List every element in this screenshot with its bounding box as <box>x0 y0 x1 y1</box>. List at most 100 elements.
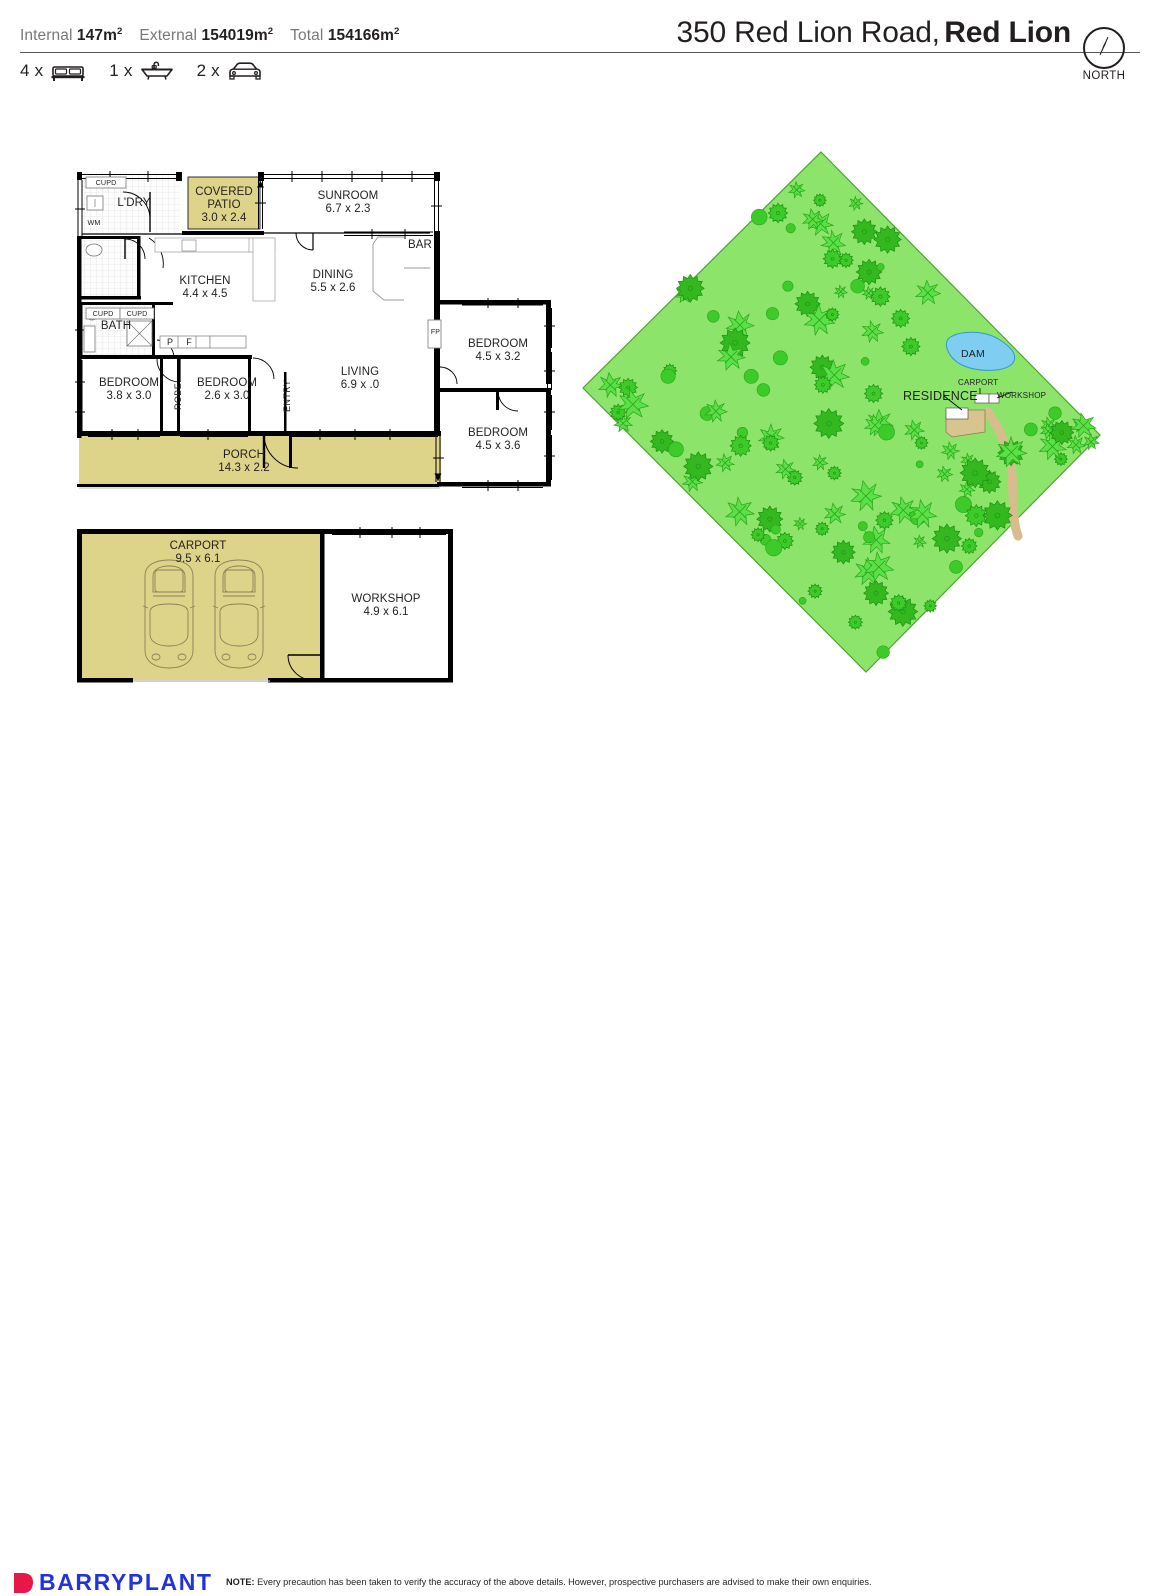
area-internal: Internal 147m2 <box>20 26 122 45</box>
label-fireplace: FP <box>430 329 441 336</box>
tree-icon <box>826 465 842 481</box>
wall-patio-bottom <box>182 231 264 235</box>
tree-icon <box>873 225 902 254</box>
driveway-path <box>983 407 1023 541</box>
tree-icon <box>699 406 715 421</box>
wall-bath-top <box>81 302 173 305</box>
tree-icon <box>743 368 759 384</box>
bedroom-count: 4 x <box>20 61 44 80</box>
wall-wc-right <box>137 236 141 298</box>
tree-icon <box>923 598 938 613</box>
tree-icon <box>982 500 1013 531</box>
header-divider <box>20 52 1140 53</box>
tree-icon <box>878 423 895 441</box>
tree-icon <box>890 308 911 329</box>
wc-floor <box>82 240 140 298</box>
label-carport: CARPORT 9.5 x 6.1 <box>169 540 227 565</box>
wall-left-bath <box>77 300 82 360</box>
label-bedroom-se: BEDROOM 4.5 x 3.6 <box>467 427 529 452</box>
tree-icon <box>736 427 748 439</box>
tree-icon <box>876 263 885 271</box>
tree-icon <box>861 319 885 344</box>
tree-cluster <box>597 180 1101 659</box>
bed-icon <box>51 66 85 81</box>
label-dining: DINING 5.5 x 2.6 <box>310 269 356 294</box>
tree-icon <box>767 202 789 224</box>
tree-icon <box>782 280 794 292</box>
wall-corner-tl <box>77 172 82 180</box>
door-hall-swing <box>148 237 164 269</box>
tree-icon <box>649 429 675 454</box>
tree-icon <box>750 527 766 543</box>
tree-icon <box>949 560 963 574</box>
window-workshop-top <box>332 527 446 538</box>
wall-bed-se-right <box>546 388 551 485</box>
tree-icon <box>862 580 890 607</box>
tree-icon <box>733 335 742 344</box>
tree-icon <box>997 438 1025 467</box>
tree-icon <box>675 273 705 303</box>
feature-bedrooms: 4 x <box>20 60 85 82</box>
tree-icon <box>907 498 938 529</box>
tree-icon <box>863 413 887 436</box>
compass-ring <box>1083 27 1125 69</box>
wc-basin <box>85 243 103 257</box>
tree-icon <box>863 383 884 404</box>
tree-icon <box>977 469 1002 494</box>
tree-icon <box>761 434 780 452</box>
tree-icon <box>850 479 883 512</box>
tree-icon <box>812 453 829 471</box>
label-residence: RESIDENCE <box>903 389 978 403</box>
area-total-value: 154166m2 <box>327 26 400 45</box>
tree-icon <box>660 368 676 384</box>
tree-icon <box>855 258 883 286</box>
label-entry: ENTRY <box>282 379 292 412</box>
wall-out-top <box>77 529 453 534</box>
tree-icon <box>887 596 919 628</box>
tree-icon <box>823 502 847 525</box>
porch-edge-bottom <box>77 484 439 487</box>
wall-bed-top-left <box>81 355 221 359</box>
tree-icon <box>1053 451 1069 467</box>
page-title: 350 Red Lion Road, Red Lion <box>677 16 1072 50</box>
tree-icon <box>813 375 833 395</box>
car-plan-2 <box>212 559 266 669</box>
site-plan-group <box>582 151 1101 673</box>
tree-icon <box>955 496 972 513</box>
tree-icon <box>812 193 827 208</box>
label-cupd-ldry: CUPD <box>95 178 117 187</box>
tree-icon <box>765 307 779 321</box>
tree-icon <box>958 480 976 498</box>
tree-icon <box>853 556 883 586</box>
tree-icon <box>850 218 878 246</box>
tree-icon <box>787 180 806 199</box>
tree-icon <box>960 537 978 555</box>
tree-icon <box>756 505 784 533</box>
tree-icon <box>915 460 924 469</box>
label-covered-patio: COVERED PATIO 3.0 x 2.4 <box>195 186 253 224</box>
label-bath: BATH <box>100 320 132 332</box>
tree-icon <box>837 252 855 269</box>
window-eastwing <box>462 298 555 491</box>
label-site-carport: CARPORT <box>958 378 999 387</box>
tree-icon <box>725 310 755 340</box>
wall-out-left <box>77 529 82 682</box>
area-internal-value: 147m2 <box>76 26 123 45</box>
tree-icon <box>807 583 823 599</box>
bathroom-count: 1 x <box>109 61 133 80</box>
compass-label: NORTH <box>1082 70 1126 82</box>
tree-icon <box>904 419 926 441</box>
barryplant-logo[interactable]: BARRYPLANT <box>12 1569 213 1596</box>
wall-bath-bottom <box>81 355 177 359</box>
kitchen-bench-lower <box>209 335 247 349</box>
tree-icon <box>889 495 918 525</box>
tree-icon <box>786 469 804 486</box>
disclaimer-note: NOTE: Every precaution has been taken to… <box>226 1577 872 1587</box>
tree-icon <box>662 363 678 379</box>
tree-icon <box>964 503 988 528</box>
door-bed2-swing <box>252 357 275 380</box>
tree-icon <box>597 371 625 399</box>
tree-icon <box>850 278 865 294</box>
